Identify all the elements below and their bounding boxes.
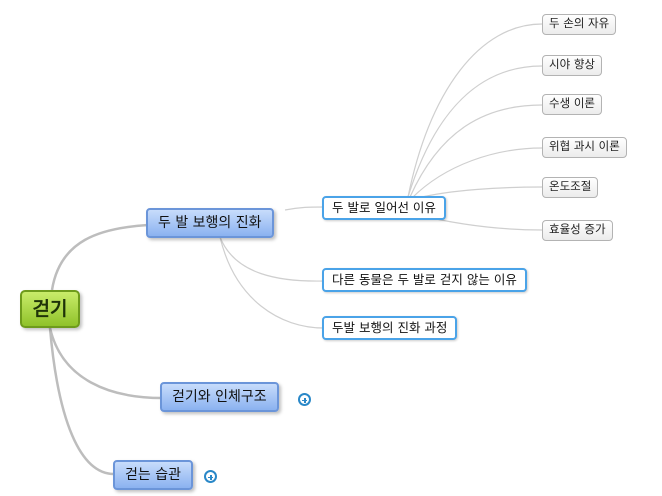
- connector-reason-free-hands: [407, 23, 543, 198]
- connector-reason-temperature: [417, 186, 543, 199]
- subtopic-reasons-standing[interactable]: 두 발로 일어선 이유: [322, 196, 446, 220]
- subtopic-why-other-animals[interactable]: 다른 동물은 두 발로 걷지 않는 이유: [322, 268, 527, 292]
- root-topic[interactable]: 걷기: [20, 290, 80, 328]
- topic-walking-habit[interactable]: 걷는 습관: [113, 460, 193, 490]
- expand-walking-habit-icon[interactable]: [204, 470, 217, 483]
- leaf-aquatic-theory[interactable]: 수생 이론: [542, 94, 602, 115]
- connector-root-body: [48, 327, 163, 400]
- connector-root-evolution: [50, 223, 149, 291]
- leaf-efficiency-increase[interactable]: 효율성 증가: [542, 220, 613, 241]
- connector-root-habit: [48, 327, 115, 476]
- connector-reason-threat: [411, 147, 543, 199]
- leaf-threat-display-theory[interactable]: 위협 과시 이론: [542, 137, 627, 158]
- leaf-temperature-control[interactable]: 온도조절: [542, 177, 599, 198]
- topic-walking-body-structure[interactable]: 걷기와 인체구조: [160, 382, 279, 412]
- connector-reason-aquatic: [409, 104, 543, 198]
- leaf-free-hands[interactable]: 두 손의 자유: [542, 14, 617, 35]
- connector-reason-vision: [407, 65, 543, 198]
- connector-evolution-others: [219, 236, 325, 282]
- leaf-vision-improvement[interactable]: 시야 향상: [542, 55, 602, 76]
- connector-evolution-reason: [284, 206, 325, 211]
- expand-body-structure-icon[interactable]: [298, 393, 311, 406]
- topic-bipedal-evolution[interactable]: 두 발 보행의 진화: [146, 208, 274, 238]
- subtopic-evolution-process[interactable]: 두발 보행의 진화 과정: [322, 316, 458, 340]
- connector-evolution-process: [219, 236, 325, 329]
